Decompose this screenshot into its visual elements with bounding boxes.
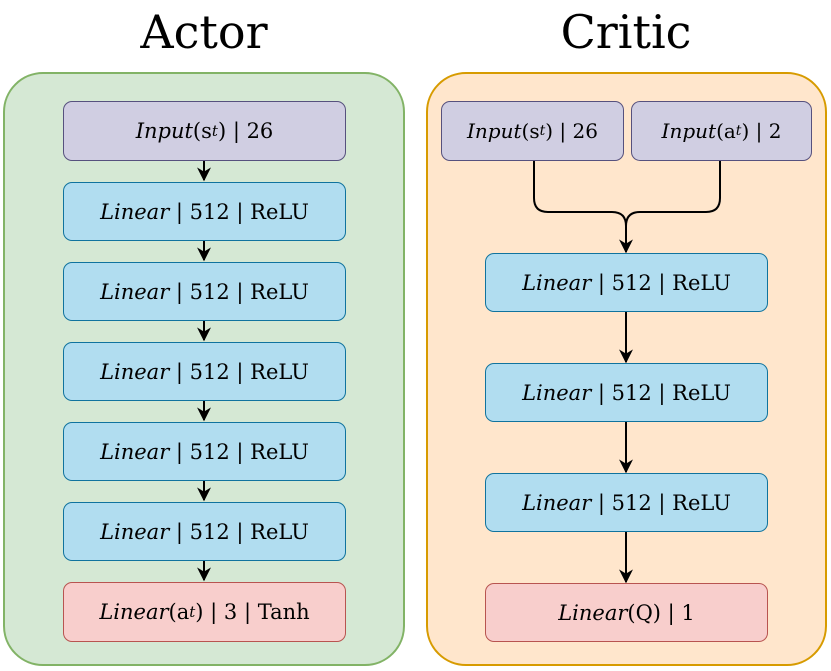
close: ) <box>217 119 227 143</box>
actor-title: Actor <box>140 5 268 59</box>
critic-output-node: Linear(Q) | 1 <box>485 583 768 642</box>
rest: | 26 <box>226 119 274 143</box>
actor-linear-4: Linear | 512 | ReLU <box>63 422 346 481</box>
actor-linear-2: Linear | 512 | ReLU <box>63 262 346 321</box>
sub: t <box>211 122 218 140</box>
arg: (s <box>192 119 212 143</box>
actor-linear-3: Linear | 512 | ReLU <box>63 342 346 401</box>
critic-linear-1: Linear | 512 | ReLU <box>485 253 768 312</box>
critic-linear-3: Linear | 512 | ReLU <box>485 473 768 532</box>
critic-title: Critic <box>560 5 692 59</box>
actor-linear-1: Linear | 512 | ReLU <box>63 182 346 241</box>
fn: Input <box>135 119 193 143</box>
actor-linear-5: Linear | 512 | ReLU <box>63 502 346 561</box>
critic-linear-2: Linear | 512 | ReLU <box>485 363 768 422</box>
